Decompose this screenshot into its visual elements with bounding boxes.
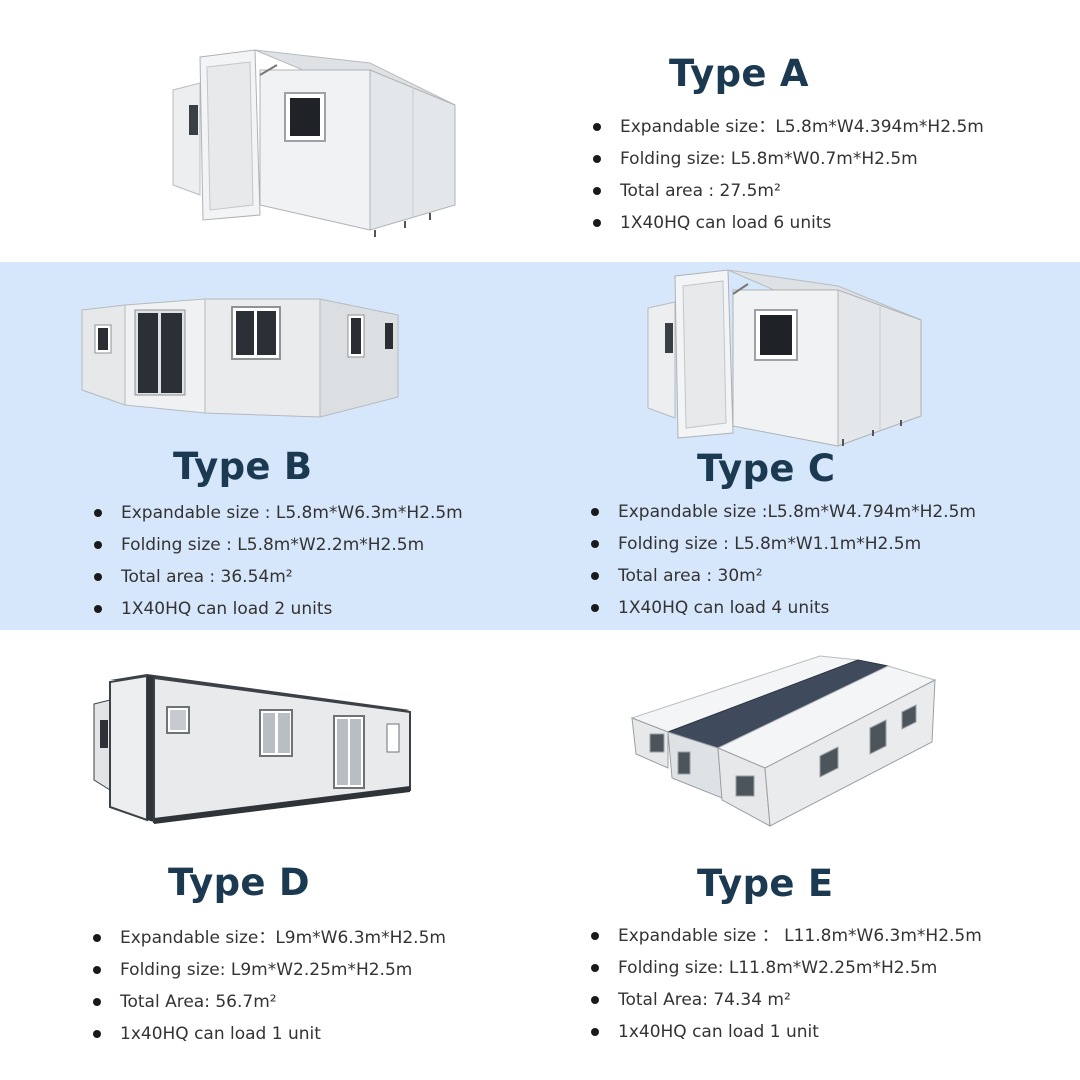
- list-item: 1X40HQ can load 4 units: [591, 592, 976, 624]
- type-a-title: Type A: [669, 52, 809, 95]
- list-item: Folding size: L11.8m*W2.25m*H2.5m: [591, 952, 982, 984]
- list-item: 1x40HQ can load 1 unit: [93, 1018, 446, 1050]
- list-item: Folding size: L9m*W2.25m*H2.5m: [93, 954, 446, 986]
- list-item: Folding size : L5.8m*W1.1m*H2.5m: [591, 528, 976, 560]
- list-item: Expandable size ： L11.8m*W6.3m*H2.5m: [591, 920, 982, 952]
- type-e-specs: Expandable size ： L11.8m*W6.3m*H2.5m Fol…: [591, 920, 982, 1048]
- list-item: 1X40HQ can load 2 units: [94, 593, 463, 625]
- type-d-specs: Expandable size：L9m*W6.3m*H2.5m Folding …: [93, 922, 446, 1050]
- list-item: Total Area: 74.34 m²: [591, 984, 982, 1016]
- type-b-specs: Expandable size : L5.8m*W6.3m*H2.5m Fold…: [94, 497, 463, 625]
- list-item: 1x40HQ can load 1 unit: [591, 1016, 982, 1048]
- list-item: Folding size : L5.8m*W2.2m*H2.5m: [94, 529, 463, 561]
- list-item: Expandable size：L9m*W6.3m*H2.5m: [93, 922, 446, 954]
- type-c-title: Type C: [697, 447, 836, 490]
- list-item: 1X40HQ can load 6 units: [593, 207, 984, 239]
- type-b-house-image: [80, 285, 400, 425]
- type-c-specs: Expandable size :L5.8m*W4.794m*H2.5m Fol…: [591, 496, 976, 624]
- type-c-house-image: [643, 268, 933, 448]
- type-b-title: Type B: [173, 445, 313, 488]
- list-item: Total area : 30m²: [591, 560, 976, 592]
- type-a-specs: Expandable size：L5.8m*W4.394m*H2.5m Fold…: [593, 111, 984, 239]
- list-item: Total Area: 56.7m²: [93, 986, 446, 1018]
- type-e-title: Type E: [697, 862, 834, 905]
- list-item: Expandable size：L5.8m*W4.394m*H2.5m: [593, 111, 984, 143]
- list-item: Expandable size :L5.8m*W4.794m*H2.5m: [591, 496, 976, 528]
- list-item: Expandable size : L5.8m*W6.3m*H2.5m: [94, 497, 463, 529]
- type-d-title: Type D: [168, 861, 310, 904]
- list-item: Folding size: L5.8m*W0.7m*H2.5m: [593, 143, 984, 175]
- list-item: Total area : 27.5m²: [593, 175, 984, 207]
- type-a-house-image: [165, 45, 465, 240]
- type-e-house-image: [630, 650, 940, 830]
- type-d-house-image: [92, 672, 414, 827]
- list-item: Total area : 36.54m²: [94, 561, 463, 593]
